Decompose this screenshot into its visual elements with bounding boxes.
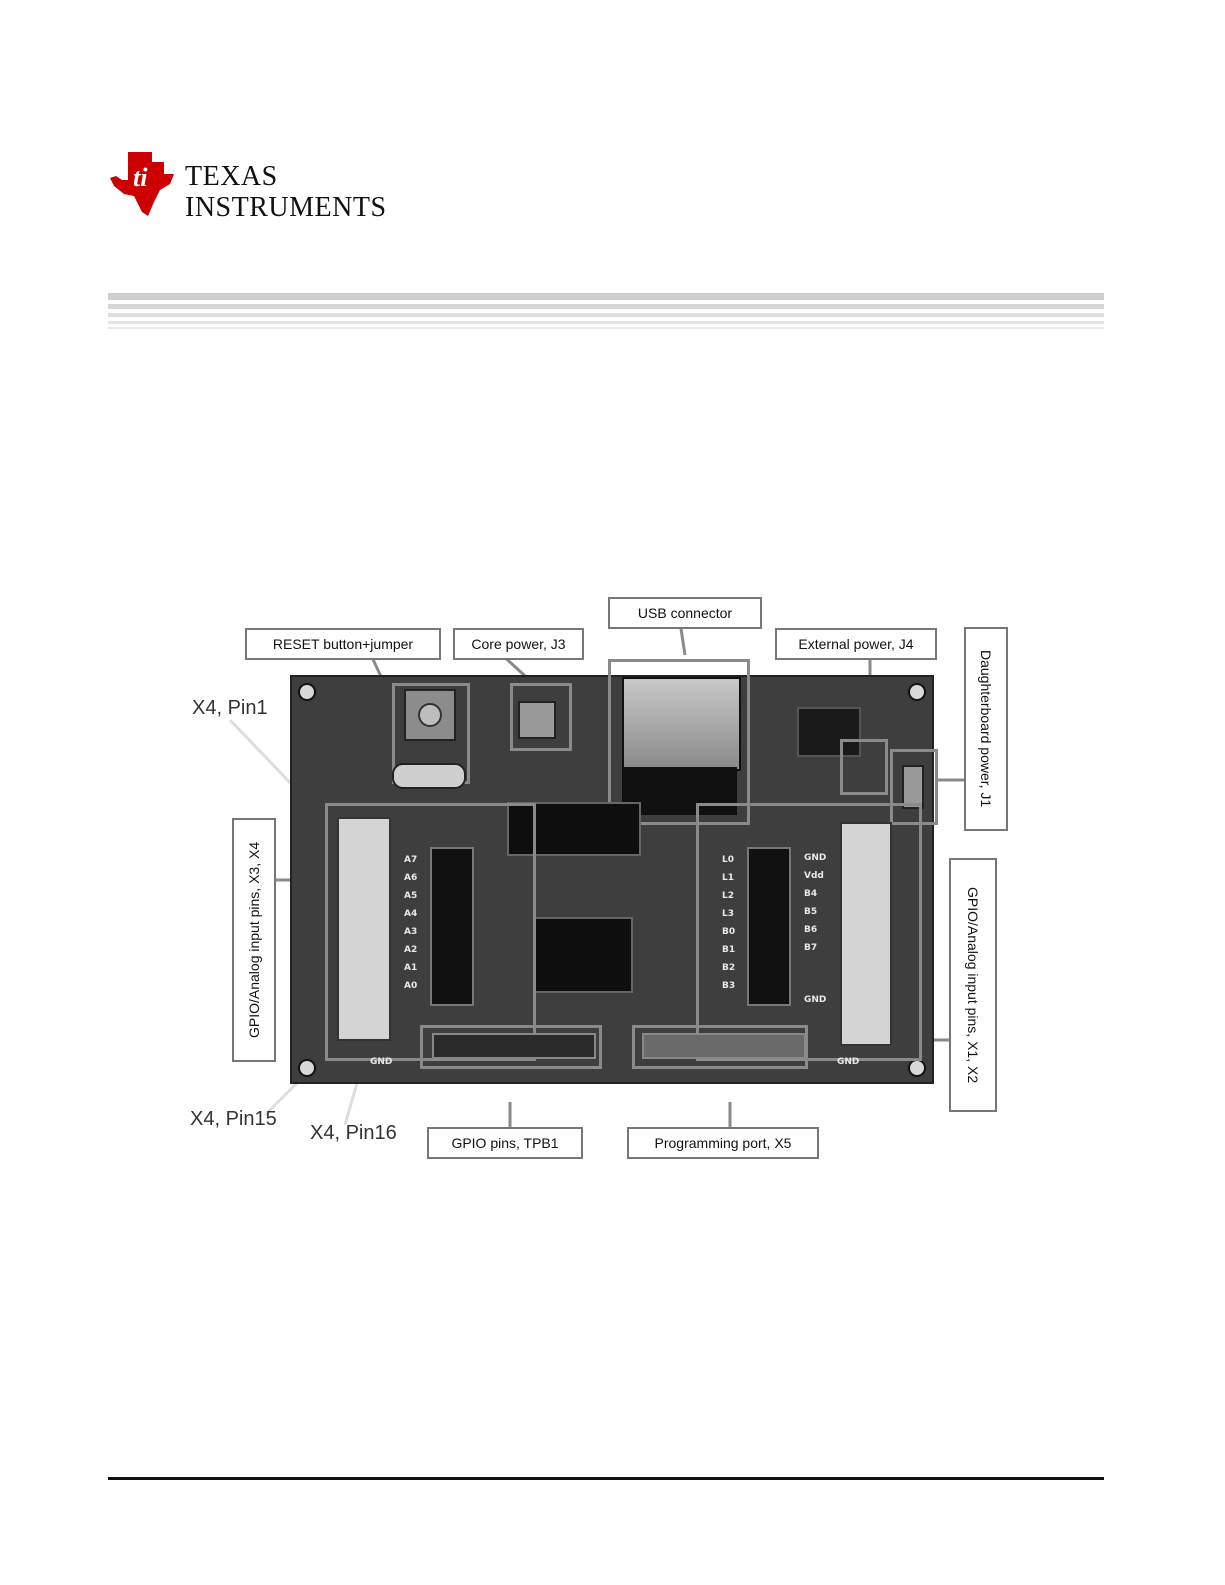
label-gpio-tpb1: GPIO pins, TPB1: [427, 1127, 583, 1159]
tpb1-pins: [432, 1033, 596, 1059]
pin-gnd-top: GND: [804, 853, 827, 863]
pin-a0: A0: [404, 981, 418, 991]
core-power-jumper: [518, 701, 556, 739]
pin-b2: B2: [722, 963, 736, 973]
label-external-power: External power, J4: [775, 628, 937, 660]
x4-header: [337, 817, 391, 1041]
pin-b3: B3: [722, 981, 736, 991]
pin-vdd: Vdd: [804, 871, 824, 881]
label-gpio-left: GPIO/Analog input pins, X3, X4: [232, 818, 276, 1062]
company-name-line1: Texas: [185, 161, 278, 192]
pin-gnd-bottom: GND: [804, 995, 827, 1005]
label-core-power: Core power, J3: [453, 628, 584, 660]
crystal: [392, 763, 466, 789]
pcb-board: A7 A6 A5 A4 A3 A2 A1 A0 L0 L1 L2 L3 B0 B…: [290, 659, 938, 1084]
pin-a4: A4: [404, 909, 418, 919]
x1-header: [840, 822, 892, 1046]
pin-l3: L3: [722, 909, 734, 919]
board-figure: A7 A6 A5 A4 A3 A2 A1 A0 L0 L1 L2 L3 B0 B…: [170, 590, 1010, 1160]
company-name-line2: Instruments: [185, 192, 387, 223]
label-daughterboard-power: Daughterboard power, J1: [964, 627, 1008, 831]
pin-a2: A2: [404, 945, 418, 955]
footer-rule: [108, 1477, 1104, 1480]
label-x4-pin15: X4, Pin15: [190, 1108, 277, 1130]
pin-l1: L1: [722, 873, 734, 883]
gnd-label-left: GND: [370, 1057, 393, 1067]
label-usb-connector: USB connector: [608, 597, 762, 629]
pin-l0: L0: [722, 855, 734, 865]
svg-text:ti: ti: [133, 163, 148, 192]
main-ic: [507, 802, 641, 856]
pin-b4: B4: [804, 889, 818, 899]
usb-controller-ic: [534, 917, 633, 993]
gnd-label-right: GND: [837, 1057, 860, 1067]
label-programming-port: Programming port, X5: [627, 1127, 819, 1159]
label-gpio-right: GPIO/Analog input pins, X1, X2: [949, 858, 997, 1112]
label-reset: RESET button+jumper: [245, 628, 441, 660]
label-x4-pin16: X4, Pin16: [310, 1122, 397, 1144]
ti-state-logo-icon: ti: [110, 152, 174, 216]
pin-a6: A6: [404, 873, 418, 883]
label-x4-pin1: X4, Pin1: [192, 697, 268, 719]
header-stripes: [108, 293, 1104, 329]
x5-programming-port: [642, 1033, 806, 1059]
pin-b5: B5: [804, 907, 818, 917]
pin-b0: B0: [722, 927, 736, 937]
ti-wordmark: Texas Instruments: [185, 163, 387, 222]
pin-b1: B1: [722, 945, 736, 955]
external-power-regulator: [797, 707, 861, 757]
pin-a3: A3: [404, 927, 418, 937]
pin-l2: L2: [722, 891, 734, 901]
pin-b7: B7: [804, 943, 818, 953]
pin-b6: B6: [804, 925, 818, 935]
pin-a7: A7: [404, 855, 418, 865]
pin-a1: A1: [404, 963, 418, 973]
pin-a5: A5: [404, 891, 418, 901]
ti-logo: ti Texas Instruments: [108, 150, 418, 225]
reset-button: [404, 689, 456, 741]
